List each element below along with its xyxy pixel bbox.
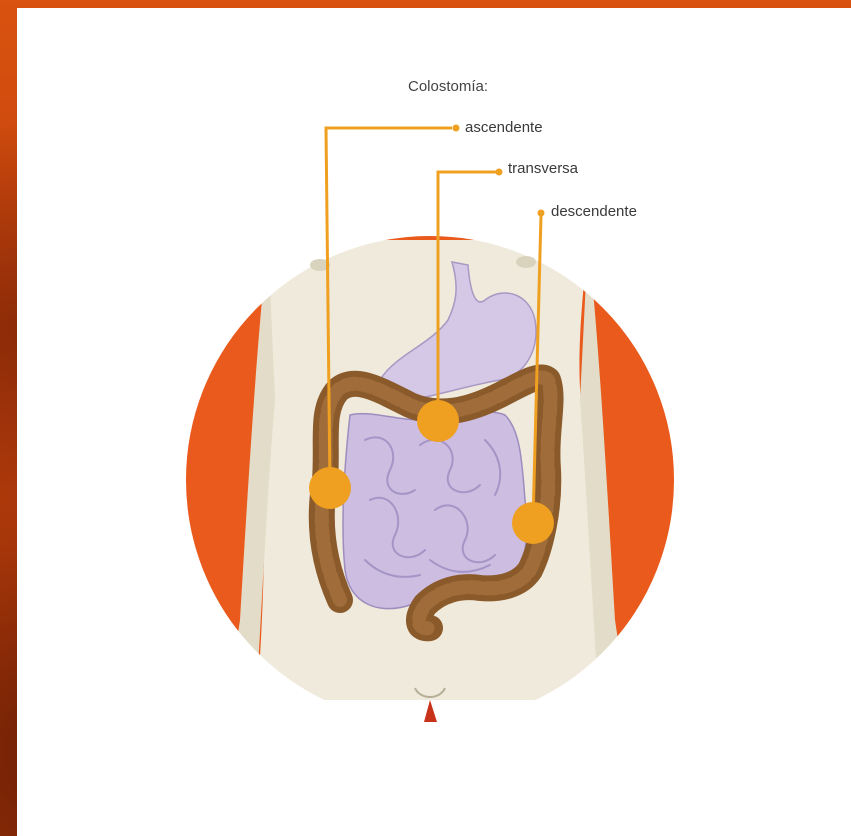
label-transversa: transversa [508,160,578,177]
stoma-transversa-marker [417,400,459,442]
stoma-descendente-marker [512,502,554,544]
label-ascendente: ascendente [465,119,543,136]
nipple-right [516,256,536,268]
diagram-title: Colostomía: [408,78,488,95]
stoma-ascendente-marker [309,467,351,509]
label-descendente: descendente [551,203,637,220]
